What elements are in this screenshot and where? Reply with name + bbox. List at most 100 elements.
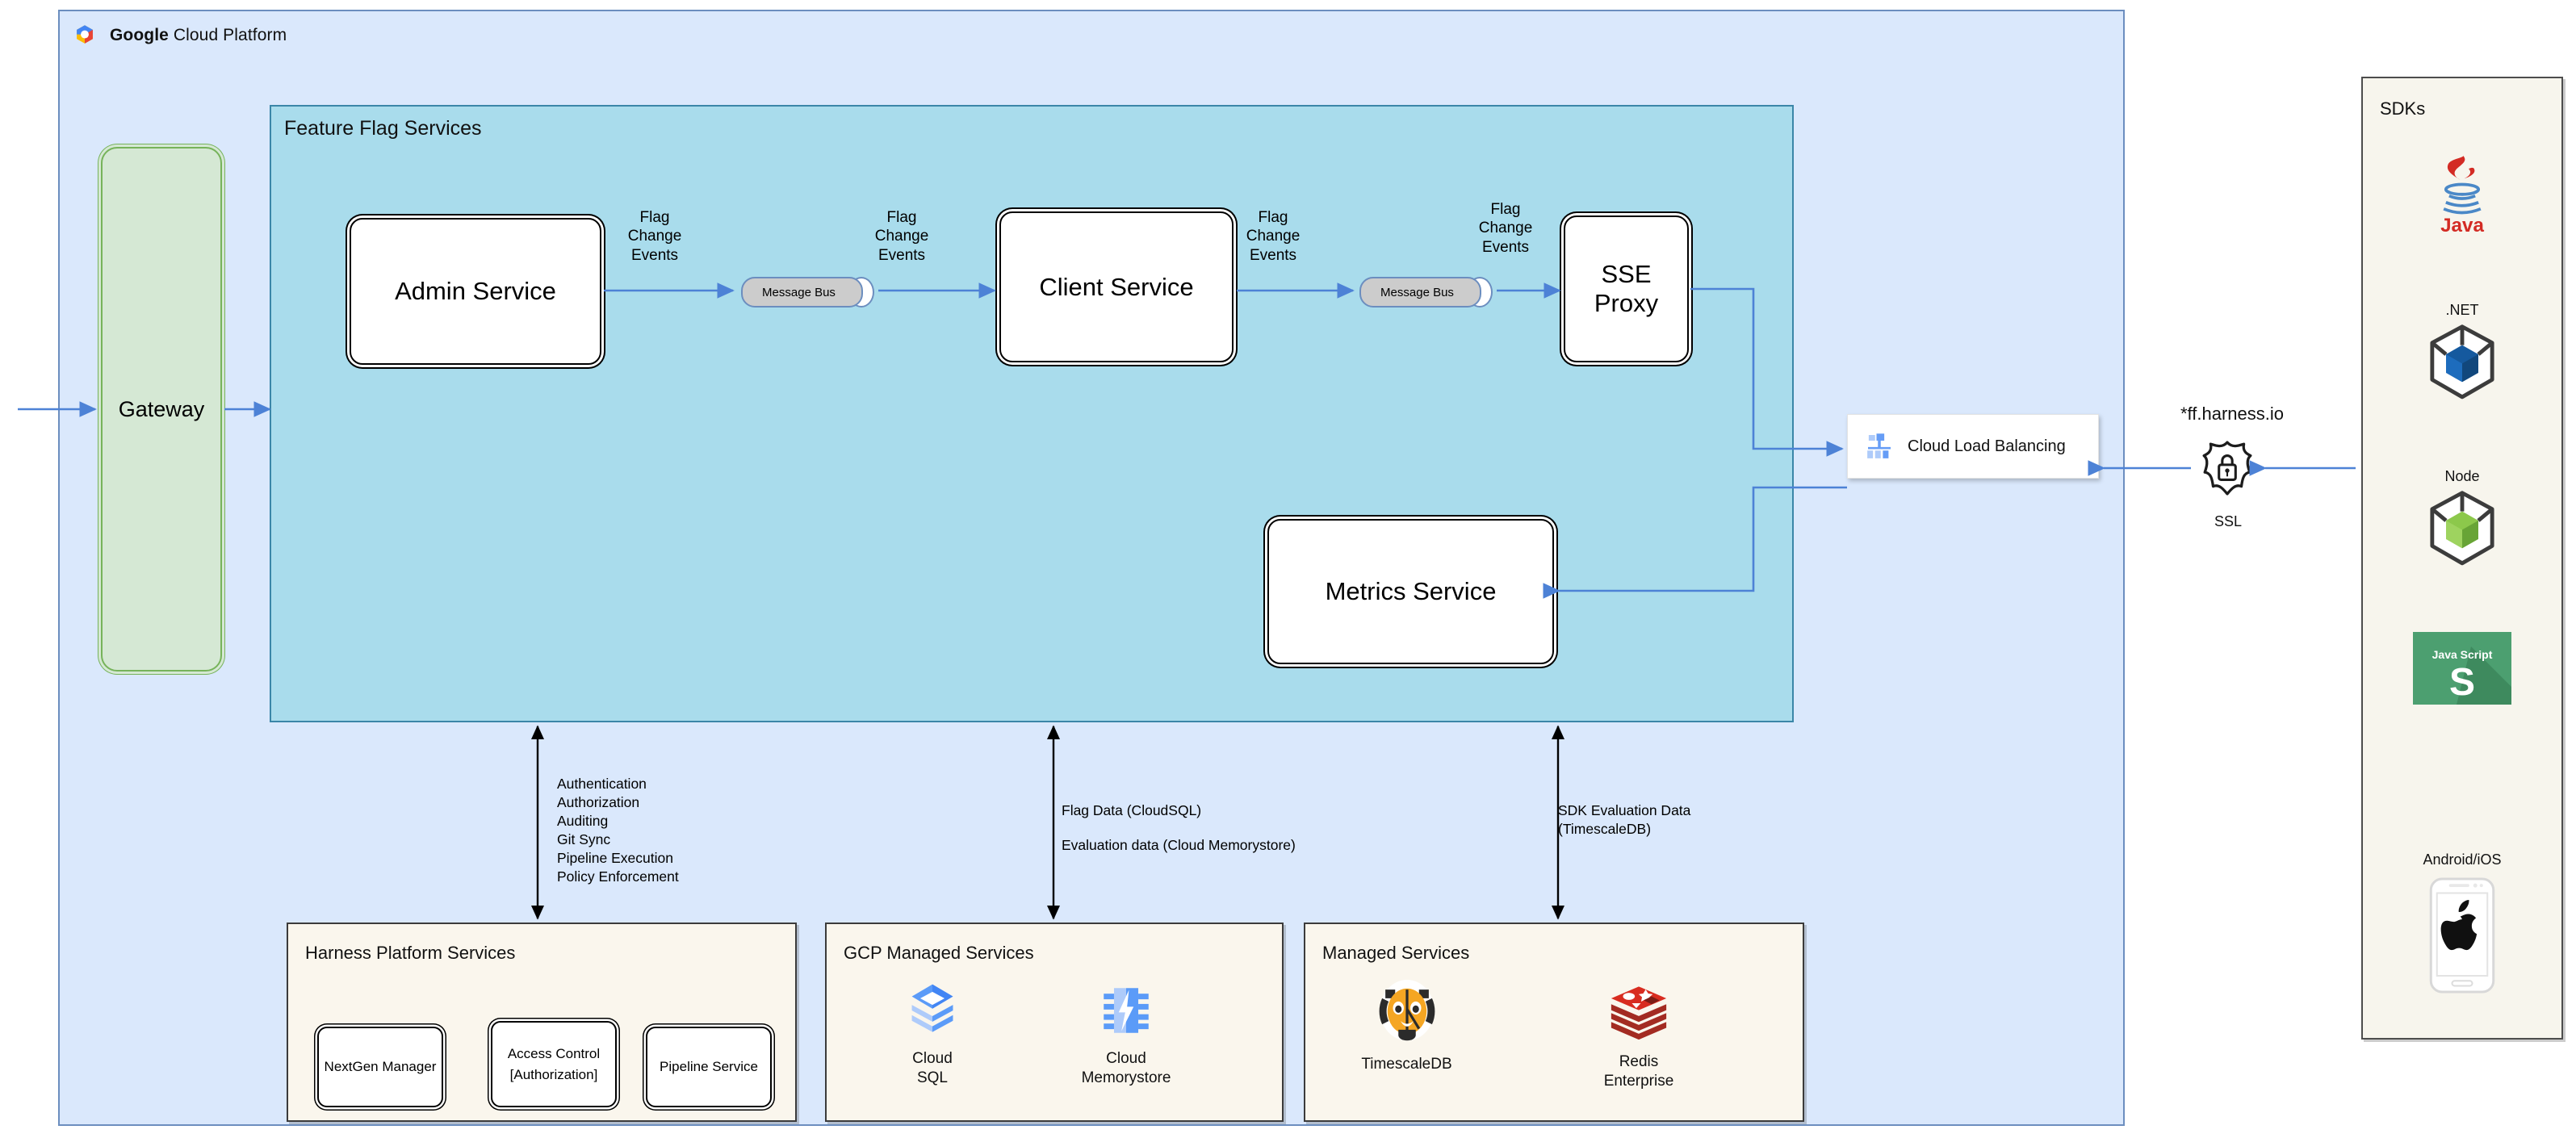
- message-bus-2[interactable]: Message Bus: [1359, 277, 1493, 308]
- pipeline-service-node[interactable]: Pipeline Service: [646, 1027, 772, 1107]
- timescaledb-service[interactable]: TimescaleDB: [1340, 977, 1473, 1074]
- gcp-title-bold: Google: [110, 26, 169, 44]
- harness-platform-services-title: Harness Platform Services: [305, 943, 516, 963]
- fce1-line3: Events: [630, 246, 679, 264]
- cloud-memorystore-line2: Memorystore: [1081, 1069, 1171, 1087]
- cloud-load-balancing-label: Cloud Load Balancing: [1908, 437, 2066, 455]
- client-service-label: Client Service: [1039, 272, 1194, 301]
- metrics-service-label: Metrics Service: [1325, 577, 1497, 606]
- client-service-node[interactable]: Client Service: [999, 211, 1234, 362]
- annotation-authorization: Authorization: [557, 794, 640, 811]
- timescaledb-caption: TimescaleDB: [1340, 1055, 1473, 1074]
- ssl-shield-lock-icon: [2202, 441, 2252, 496]
- platform-annotations: Authentication Authorization Auditing Gi…: [557, 775, 799, 887]
- feature-flag-services-container: [270, 105, 1794, 722]
- fce3-line1: Flag: [1258, 209, 1288, 226]
- cloud-memorystore-caption: Cloud Memorystore: [1062, 1049, 1191, 1089]
- svg-text:S: S: [2449, 661, 2475, 704]
- gcp-title-rest: Cloud Platform: [168, 26, 287, 44]
- gcp-header: Google Cloud Platform: [71, 19, 410, 52]
- gateway-label: Gateway: [118, 396, 205, 421]
- message-bus-2-label: Message Bus: [1380, 285, 1454, 299]
- annotation-authentication: Authentication: [557, 776, 647, 792]
- redis-enterprise-caption: Redis Enterprise: [1578, 1052, 1699, 1092]
- flag-change-events-label-2: Flag Change Events: [849, 208, 954, 265]
- sdk-javascript[interactable]: Java Script S: [2361, 632, 2563, 709]
- flag-data-annotations: Flag Data (CloudSQL) Evaluation data (Cl…: [1062, 801, 1401, 855]
- ff-harness-domain-label: *ff.harness.io: [2180, 404, 2284, 424]
- managed-services-title: Managed Services: [1322, 943, 1470, 963]
- javascript-icon: Java Script S: [2413, 632, 2511, 705]
- timescaledb-line1: TimescaleDB: [1361, 1056, 1452, 1073]
- cloud-sql-line2: SQL: [916, 1069, 949, 1087]
- fce1-line1: Flag: [639, 209, 670, 226]
- message-bus-2-body: Message Bus: [1359, 277, 1481, 308]
- timescaledb-tiger-icon: [1379, 980, 1435, 1041]
- cloud-memorystore-service[interactable]: Cloud Memorystore: [1062, 981, 1191, 1089]
- admin-service-label: Admin Service: [395, 277, 556, 306]
- gateway-node[interactable]: Gateway: [101, 147, 222, 672]
- fce3-line2: Change: [1246, 228, 1301, 245]
- redis-line2: Enterprise: [1603, 1073, 1674, 1090]
- cloud-sql-service[interactable]: Cloud SQL: [876, 981, 989, 1089]
- sse-proxy-label-line2: Proxy: [1594, 289, 1659, 317]
- annotation-git-sync: Git Sync: [557, 831, 611, 848]
- annotation-pipeline-execution: Pipeline Execution: [557, 850, 673, 867]
- message-bus-1[interactable]: Message Bus: [741, 277, 874, 308]
- gcp-title: Google Cloud Platform: [110, 26, 287, 45]
- message-bus-1-body: Message Bus: [741, 277, 863, 308]
- pipeline-service-label: Pipeline Service: [660, 1059, 758, 1075]
- redis-enterprise-service[interactable]: Redis Enterprise: [1578, 981, 1699, 1092]
- admin-service-node[interactable]: Admin Service: [350, 218, 601, 365]
- cloud-memorystore-line1: Cloud: [1106, 1050, 1146, 1067]
- sdk-android-ios-label: Android/iOS: [2423, 851, 2502, 868]
- fce2-line1: Flag: [886, 209, 917, 226]
- fce1-line2: Change: [627, 228, 682, 245]
- sdk-java[interactable]: Java: [2361, 153, 2563, 238]
- metrics-service-node[interactable]: Metrics Service: [1267, 519, 1554, 664]
- sdks-title: SDKs: [2380, 98, 2426, 119]
- sdk-dotnet[interactable]: .NET: [2361, 302, 2563, 407]
- cloud-sql-caption: Cloud SQL: [876, 1049, 989, 1089]
- annotation-timescaledb: (TimescaleDB): [1558, 821, 1652, 838]
- svg-text:Java Script: Java Script: [2432, 648, 2493, 661]
- message-bus-1-label: Message Bus: [762, 285, 836, 299]
- fce2-line2: Change: [874, 228, 929, 245]
- annotation-flag-data: Flag Data (CloudSQL): [1062, 802, 1202, 818]
- dotnet-cube-icon: [2430, 324, 2494, 400]
- sdk-dotnet-label: .NET: [2445, 302, 2479, 318]
- flag-change-events-label-1: Flag Change Events: [602, 208, 707, 265]
- sdk-node[interactable]: Node: [2361, 468, 2563, 573]
- cloud-load-balancing-card[interactable]: Cloud Load Balancing: [1847, 414, 2099, 479]
- fce4-line3: Events: [1481, 238, 1530, 256]
- fce4-line2: Change: [1478, 220, 1533, 237]
- flag-change-events-label-3: Flag Change Events: [1221, 208, 1326, 265]
- nextgen-manager-node[interactable]: NextGen Manager: [317, 1027, 443, 1107]
- sdk-evaluation-annotations: SDK Evaluation Data (TimescaleDB): [1558, 801, 1800, 839]
- access-control-label-line2: [Authorization]: [509, 1066, 598, 1082]
- mobile-phone-apple-icon: [2429, 877, 2495, 994]
- access-control-node[interactable]: Access Control [Authorization]: [491, 1021, 617, 1107]
- cloud-sql-line1: Cloud: [912, 1050, 953, 1067]
- annotation-evaluation-data: Evaluation data (Cloud Memorystore): [1062, 837, 1296, 854]
- cloud-sql-icon: [911, 984, 953, 1032]
- gcp-managed-services-title: GCP Managed Services: [844, 943, 1034, 963]
- google-cloud-logo-icon: [77, 25, 93, 44]
- cloud-memorystore-icon: [1104, 988, 1149, 1033]
- sse-proxy-node[interactable]: SSE Proxy: [1564, 215, 1689, 362]
- fce3-line3: Events: [1249, 246, 1297, 264]
- nextgen-manager-label: NextGen Manager: [324, 1059, 437, 1075]
- access-control-label-line1: Access Control: [507, 1046, 601, 1061]
- redis-line1: Redis: [1619, 1053, 1659, 1070]
- java-icon: Java: [2440, 155, 2484, 236]
- cloud-load-balancing-icon: [1867, 433, 1891, 458]
- sdk-node-label: Node: [2444, 468, 2480, 484]
- redis-icon: [1611, 986, 1667, 1040]
- sse-proxy-label-line1: SSE: [1601, 260, 1652, 289]
- annotation-policy-enforcement: Policy Enforcement: [557, 868, 679, 885]
- gcp-managed-services-panel: [825, 923, 1284, 1122]
- sdk-android-ios[interactable]: Android/iOS: [2361, 851, 2563, 1000]
- annotation-sdk-evaluation-data: SDK Evaluation Data: [1558, 802, 1691, 818]
- flag-change-events-label-4: Flag Change Events: [1453, 200, 1558, 257]
